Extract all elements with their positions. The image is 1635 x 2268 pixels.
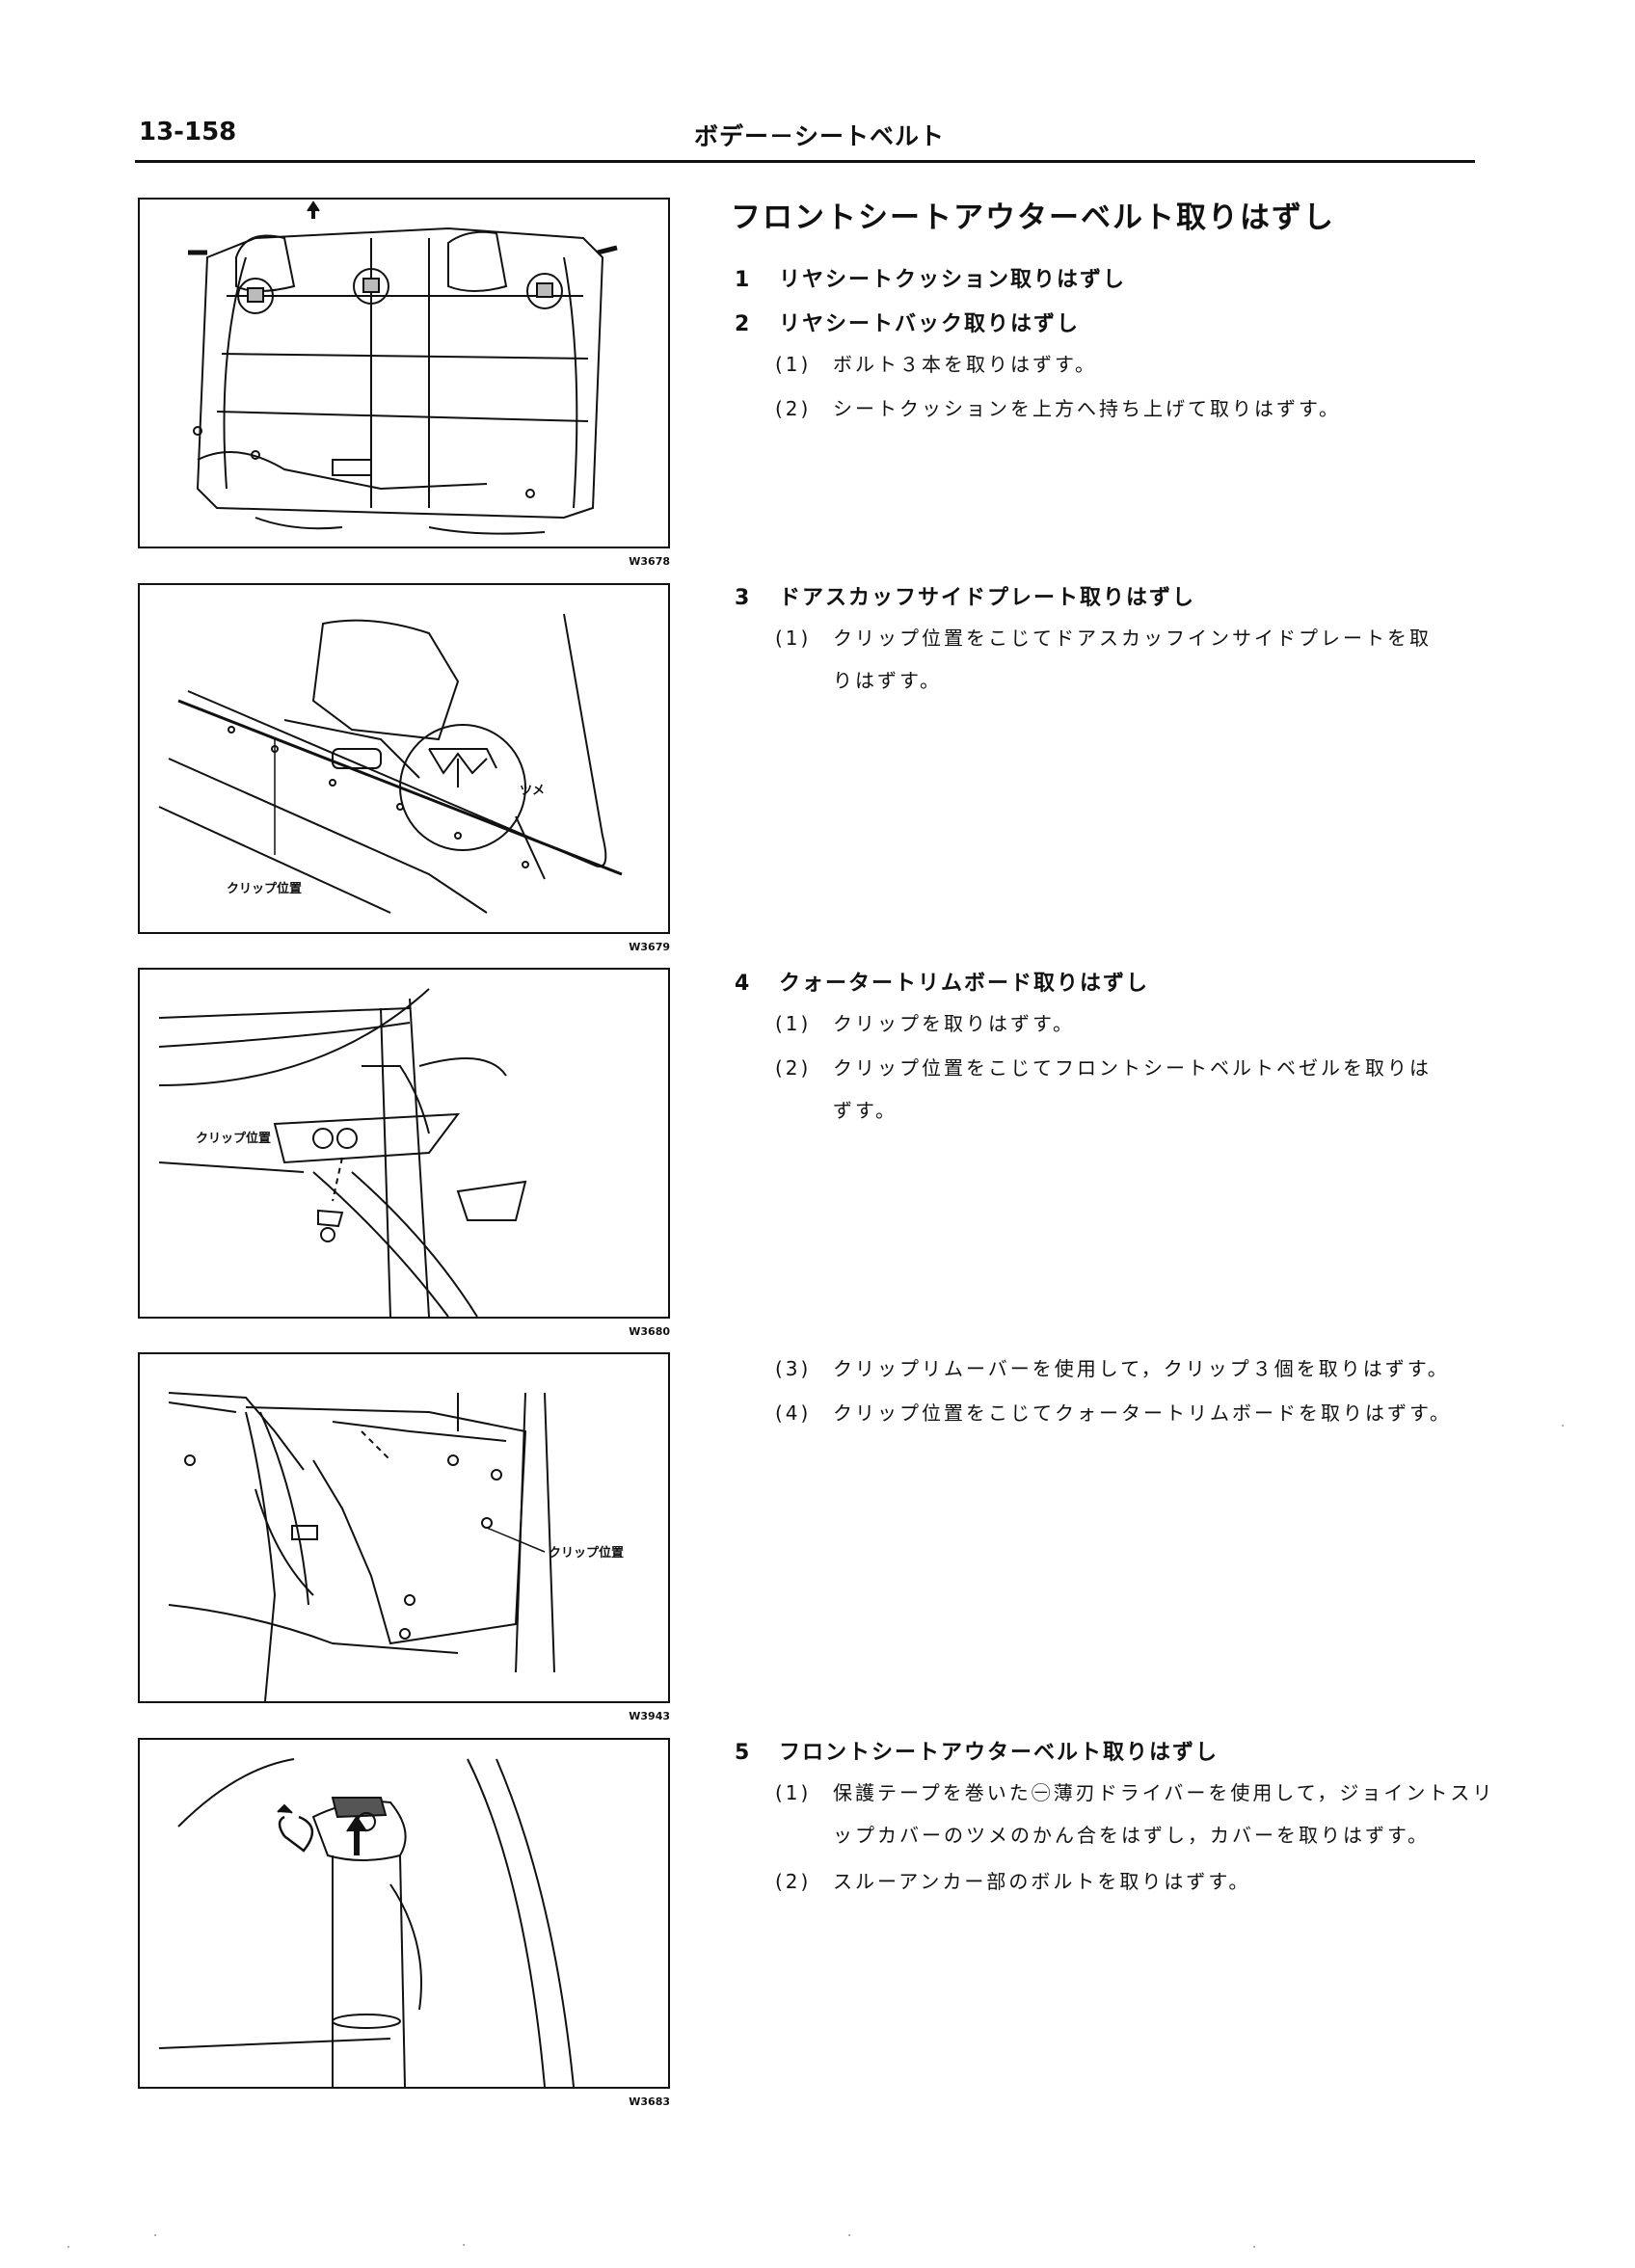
step-label: クォータートリムボード取りはずし: [779, 972, 1150, 996]
sub-number: (1): [775, 627, 812, 650]
sub-number: (1): [775, 1781, 812, 1804]
figure-through-anchor: W3683: [138, 1738, 670, 2108]
clip-position-label: クリップ位置: [227, 882, 303, 896]
step-number: 2: [735, 312, 752, 336]
step-2: 2 リヤシートバック取りはずし: [735, 307, 1080, 337]
door-scuff-illustration: [158, 613, 623, 914]
quarter-trim-illustration: [168, 1392, 555, 1701]
step-2-sub-2: (2) シートクッションを上方へ持ち上げて取りはずす。: [775, 387, 1508, 430]
step-2-sub-1: (1) ボルト３本を取りはずす。: [775, 343, 1508, 386]
sub-number: (1): [775, 1012, 812, 1035]
figure-seatbelt-bezel: クリップ位置 W3680: [138, 968, 670, 1338]
sub-text: クリップリムーバーを使用して，クリップ３個を取りはずす。: [833, 1357, 1450, 1380]
scan-speck: [1253, 2246, 1255, 2248]
figure-code: W3683: [629, 2095, 670, 2108]
step-label: リヤシートバック取りはずし: [779, 312, 1081, 336]
page-number: 13-158: [139, 118, 237, 147]
sub-text: クリップ位置をこじてドアスカッフインサイドプレートを取りはずす。: [833, 627, 1432, 692]
step-number: 5: [735, 1741, 752, 1765]
scan-speck: [463, 2244, 465, 2246]
main-title: フロントシートアウターベルト取りはずし: [731, 200, 1335, 235]
sub-number: (3): [775, 1357, 812, 1380]
seatbelt-bezel-illustration: [158, 988, 527, 1317]
step-3: 3 ドアスカッフサイドプレート取りはずし: [735, 580, 1195, 611]
clip-position-label: クリップ位置: [196, 1132, 272, 1146]
sub-text: スルーアンカー部のボルトを取りはずす。: [833, 1870, 1251, 1893]
step-label: ドアスカッフサイドプレート取りはずし: [779, 586, 1196, 610]
sub-text: クリップを取りはずす。: [833, 1012, 1075, 1035]
step-4-sub-4: (4) クリップ位置をこじてクォータートリムボードを取りはずす。: [775, 1392, 1508, 1434]
clip-position-label: クリップ位置: [549, 1546, 625, 1561]
sub-number: (2): [775, 1870, 812, 1893]
scan-speck: [67, 2246, 69, 2248]
scan-speck: [154, 2234, 156, 2236]
figure-door-scuff: クリップ位置 ツメ W3679: [138, 583, 670, 953]
step-number: 4: [735, 972, 752, 996]
step-4: 4 クォータートリムボード取りはずし: [735, 966, 1149, 997]
sub-number: (2): [775, 1056, 812, 1080]
step-label: フロントシートアウターベルト取りはずし: [779, 1741, 1220, 1765]
scan-speck: [1562, 1425, 1564, 1427]
figure-code: W3679: [629, 941, 670, 953]
page-header: 13-158 ボデー－シートベルト: [135, 116, 1475, 163]
step-number: 3: [735, 586, 752, 610]
step-5: 5 フロントシートアウターベルト取りはずし: [735, 1735, 1219, 1766]
sub-text: クリップ位置をこじてクォータートリムボードを取りはずす。: [833, 1401, 1452, 1425]
sub-text: シートクッションを上方へ持ち上げて取りはずす。: [833, 397, 1341, 420]
step-1: 1 リヤシートクッション取りはずし: [735, 262, 1126, 293]
figure-rear-seat-back: W3678: [138, 198, 670, 568]
sub-number: (2): [775, 397, 812, 420]
rear-seat-illustration: [188, 200, 618, 535]
figure-code: W3943: [629, 1710, 670, 1722]
step-4-sub-1: (1) クリップを取りはずす。: [775, 1002, 1508, 1045]
sub-text: ボルト３本を取りはずす。: [833, 353, 1097, 376]
through-anchor-illustration: [158, 1758, 575, 2087]
sub-number: (1): [775, 353, 812, 376]
scan-speck: [848, 2234, 850, 2236]
step-3-sub-1: (1) クリップ位置をこじてドアスカッフインサイドプレートを取りはずす。: [775, 617, 1450, 702]
figure-quarter-trim: クリップ位置 W3943: [138, 1352, 670, 1722]
tab-label: ツメ: [520, 784, 546, 798]
figure-code: W3678: [629, 555, 670, 568]
step-label: リヤシートクッション取りはずし: [779, 268, 1127, 292]
step-4-sub-3: (3) クリップリムーバーを使用して，クリップ３個を取りはずす。: [775, 1347, 1508, 1390]
step-5-sub-1: (1) 保護テープを巻いた㊀薄刃ドライバーを使用して，ジョイントスリップカバーのツ…: [775, 1772, 1508, 1856]
step-number: 1: [735, 268, 752, 292]
step-4-sub-2: (2) クリップ位置をこじてフロントシートベルトベゼルを取りはずす。: [775, 1047, 1450, 1132]
sub-number: (4): [775, 1401, 812, 1425]
sub-text: 保護テープを巻いた㊀薄刃ドライバーを使用して，ジョイントスリップカバーのツメのか…: [833, 1781, 1495, 1847]
sub-text: クリップ位置をこじてフロントシートベルトベゼルを取りはずす。: [833, 1056, 1432, 1122]
step-5-sub-2: (2) スルーアンカー部のボルトを取りはずす。: [775, 1860, 1508, 1903]
chapter-title: ボデー－シートベルト: [694, 122, 946, 150]
figure-code: W3680: [629, 1325, 670, 1338]
